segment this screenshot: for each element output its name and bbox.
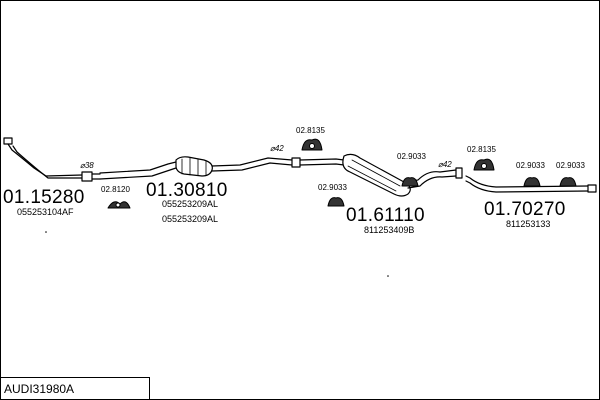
oem-reference-label: 811253133 bbox=[506, 219, 551, 229]
tail-pipe-drawing bbox=[465, 175, 597, 193]
oem-reference-label: 055253104AF bbox=[17, 207, 74, 217]
part-number-label: 01.15280 bbox=[3, 187, 85, 208]
center-silencer-drawing bbox=[99, 156, 301, 180]
pipe-diameter-label: ⌀42 bbox=[438, 160, 452, 169]
accessory-label: 02.9033 bbox=[397, 152, 426, 161]
accessory-label: 02.9033 bbox=[556, 161, 585, 170]
hanger-drawings bbox=[107, 138, 577, 209]
accessory-label: 02.9033 bbox=[516, 161, 545, 170]
rear-silencer-drawing bbox=[299, 153, 463, 197]
accessory-label: 02.8120 bbox=[101, 185, 130, 194]
pipe-diameter-label: ⌀42 bbox=[270, 144, 284, 153]
pipe-diameter-label: ⌀38 bbox=[80, 161, 94, 170]
oem-reference-label: 055253209AL bbox=[162, 214, 219, 224]
part-number-label: 01.30810 bbox=[146, 180, 228, 201]
oem-reference-label: 055253209AL bbox=[162, 199, 219, 209]
part-number-label: 01.61110 bbox=[346, 205, 425, 226]
front-pipe-drawing bbox=[3, 137, 101, 182]
accessory-label: 02.9033 bbox=[318, 183, 347, 192]
drawing-marks bbox=[45, 231, 389, 277]
accessory-label: 02.8135 bbox=[467, 145, 496, 154]
title-box bbox=[0, 377, 150, 399]
accessory-label: 02.8135 bbox=[296, 126, 325, 135]
oem-reference-label: 811253409B bbox=[364, 225, 415, 235]
diagram-title: AUDI31980A bbox=[4, 382, 75, 396]
part-number-label: 01.70270 bbox=[484, 199, 566, 220]
